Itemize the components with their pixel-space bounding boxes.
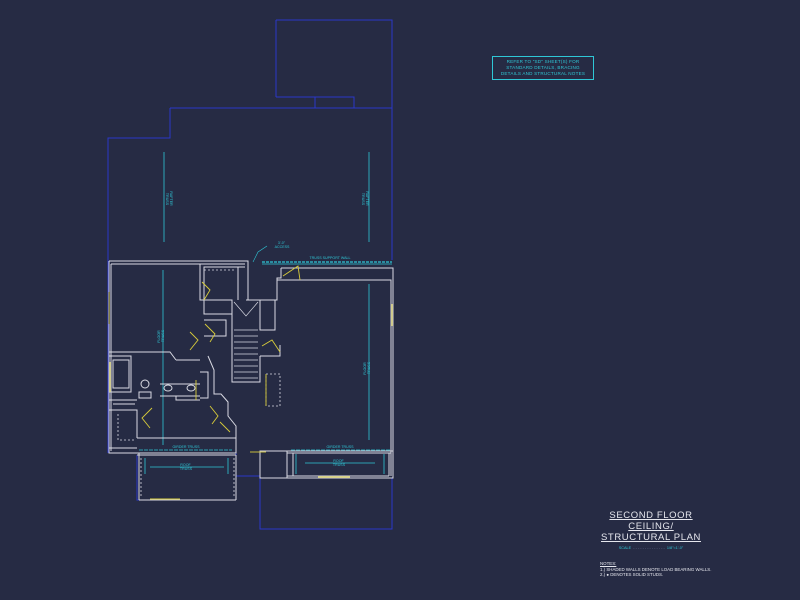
walls [108, 260, 394, 501]
girder-trusses [139, 449, 390, 474]
scale-value: 1/8"=1'-0" [666, 546, 684, 550]
plan-labels: RAFTER TRUSS RAFTER TRUSS 3'-0" ACCESS T… [157, 191, 371, 471]
note-item: 1.) SHADED WALLS DENOTE LOAD BEARING WAL… [600, 566, 712, 572]
label-truss-right: RAFTER TRUSS [361, 191, 369, 206]
drawing-title-line-2: STRUCTURAL PLAN [601, 532, 701, 543]
scale-divider: - - - - - - - - - - - - - - [632, 546, 666, 550]
label-girder-right: GIRDER TRUSS [326, 445, 354, 449]
truss-span-lines [150, 152, 375, 468]
label-roof-left: ROOF TRUSS [180, 463, 193, 471]
drawing-title-line-1: SECOND FLOOR CEILING/ [609, 510, 693, 532]
reference-note-line: STANDARD DETAILS, BRACING [506, 65, 580, 70]
title-block: SECOND FLOOR CEILING/ STRUCTURAL PLAN SC… [586, 510, 716, 550]
reference-note-line: DETAILS AND STRUCTURAL NOTES [500, 71, 586, 76]
label-support-wall: TRUSS SUPPORT WALL [309, 256, 350, 260]
door-swings [108, 265, 393, 500]
label-roof-right: ROOF TRUSS [333, 459, 346, 467]
note-item: 2.) ● DENOTES SOLID STUDS. [600, 572, 664, 578]
scale-label: SCALE [618, 546, 632, 550]
label-girder-left: GIRDER TRUSS [172, 445, 200, 449]
access-leader [252, 245, 268, 263]
general-notes: NOTES: 1.) SHADED WALLS DENOTE LOAD BEAR… [600, 561, 711, 578]
label-floor-truss-right: FLOOR TRUSS [363, 361, 371, 374]
stair [233, 301, 259, 379]
label-access: 3'-0" ACCESS [275, 241, 290, 249]
reference-note-line: REFER TO "SD" SHEET(S) FOR [506, 59, 580, 64]
reference-note: REFER TO "SD" SHEET(S) FOR STANDARD DETA… [492, 56, 594, 80]
label-floor-truss-left: FLOOR TRUSS [157, 329, 165, 342]
notes-heading: NOTES: [600, 561, 617, 566]
label-truss-left: RAFTER TRUSS [165, 191, 173, 206]
truss-support-wall [262, 261, 392, 265]
scale-row: SCALE - - - - - - - - - - - - - - 1/8"=1… [586, 546, 716, 550]
